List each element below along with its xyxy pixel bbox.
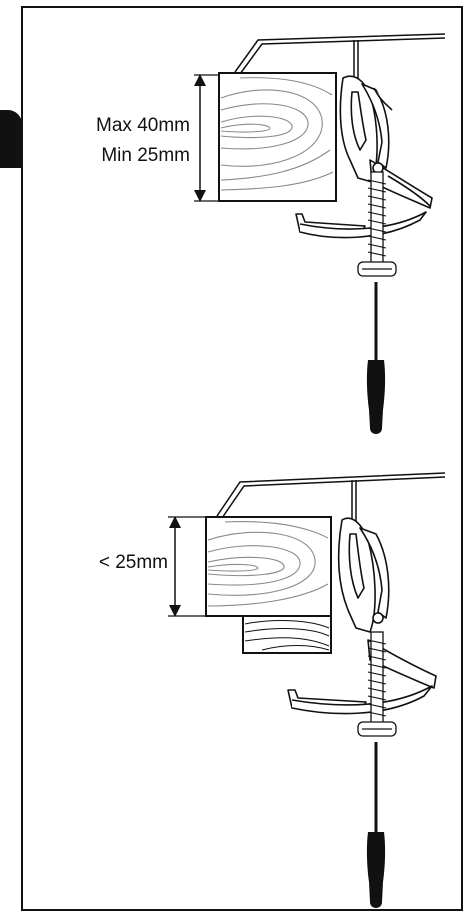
top-countertop-edge	[234, 33, 446, 84]
bottom-countertop-edge	[216, 472, 446, 522]
top-installation-figure	[194, 33, 446, 434]
bottom-screwdriver	[366, 742, 386, 908]
top-screwdriver	[366, 282, 386, 434]
top-screw	[357, 171, 397, 277]
bottom-screw	[357, 631, 397, 737]
max-thickness-label: Max 40mm	[96, 115, 190, 136]
bottom-spacer-block	[242, 615, 332, 654]
page-tab-marker	[0, 110, 22, 168]
top-mounting-clip	[295, 75, 433, 239]
top-wood-block	[218, 72, 337, 202]
bottom-wood-block	[205, 516, 332, 617]
under-thickness-label: < 25mm	[98, 552, 168, 573]
bottom-installation-figure	[168, 472, 446, 908]
illustration-frame	[21, 6, 463, 911]
min-thickness-label: Min 25mm	[101, 145, 190, 166]
